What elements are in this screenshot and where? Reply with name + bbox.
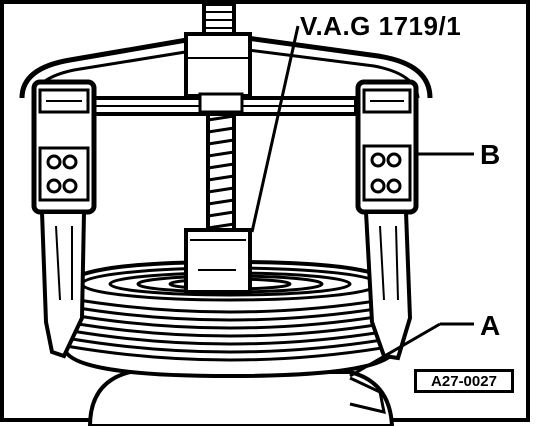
pressure-piece [184, 228, 252, 294]
tool-label: V.A.G 1719/1 [300, 11, 462, 41]
compressor-housing [87, 370, 395, 426]
part-b-label: B [480, 139, 501, 170]
leader-line-a [349, 322, 441, 378]
part-a-label: A [480, 310, 501, 341]
leader-line-tool [250, 25, 300, 233]
puller-yoke [19, 32, 433, 116]
left-puller-arm [31, 79, 97, 359]
reference-code-box: A27-0027 [414, 369, 514, 393]
right-puller-arm [355, 79, 419, 361]
reference-code: A27-0027 [431, 372, 497, 390]
